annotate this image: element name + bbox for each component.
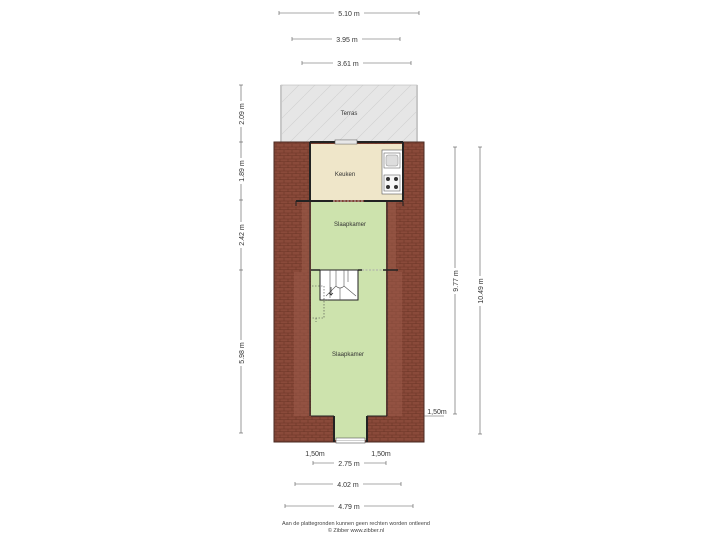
room-label-keuken: Keuken [335, 172, 355, 178]
bedroom-top: Slaapkamer [311, 202, 386, 270]
dim-top-3: 3.61 m [337, 61, 359, 68]
dim-bottom-small-left: 1,50m [305, 451, 325, 458]
room-label-slaapkamer-bottom: Slaapkamer [332, 352, 364, 358]
dim-right-small: 1,50m [427, 409, 447, 416]
dim-top-2: 3.95 m [336, 37, 358, 44]
room-label-terras: Terras [341, 111, 358, 117]
dimension-labels: 5.10 m 3.95 m 3.61 m 2.09 m 1.89 m 2.42 … [236, 8, 485, 511]
disclaimer-text: Aan de plattegronden kunnen geen rechten… [282, 521, 430, 527]
dim-left-4: 5.98 m [239, 342, 246, 364]
dim-top-1: 5.10 m [338, 11, 360, 18]
dim-left-2: 1.89 m [239, 160, 246, 182]
walls [295, 141, 404, 442]
dim-right-1: 9.77 m [453, 270, 460, 292]
dim-bottom-small-right: 1,50m [371, 451, 391, 458]
dim-right-2: 10.49 m [478, 278, 485, 303]
dim-bottom-3: 4.79 m [338, 504, 360, 511]
dim-bottom-1: 2.75 m [338, 461, 360, 468]
room-label-slaapkamer-top: Slaapkamer [334, 222, 366, 228]
dim-left-1: 2.09 m [239, 103, 246, 125]
stove-icon [383, 174, 401, 192]
staircase [312, 269, 359, 322]
copyright-text: © Zibber www.zibber.nl [328, 527, 384, 534]
openings [333, 139, 383, 444]
dim-bottom-2: 4.02 m [337, 482, 359, 489]
kitchen: Keuken [310, 144, 404, 200]
dim-left-3: 2.42 m [239, 224, 246, 246]
terrace: Terras [280, 84, 418, 143]
footer: Aan de plattegronden kunnen geen rechten… [282, 521, 430, 534]
